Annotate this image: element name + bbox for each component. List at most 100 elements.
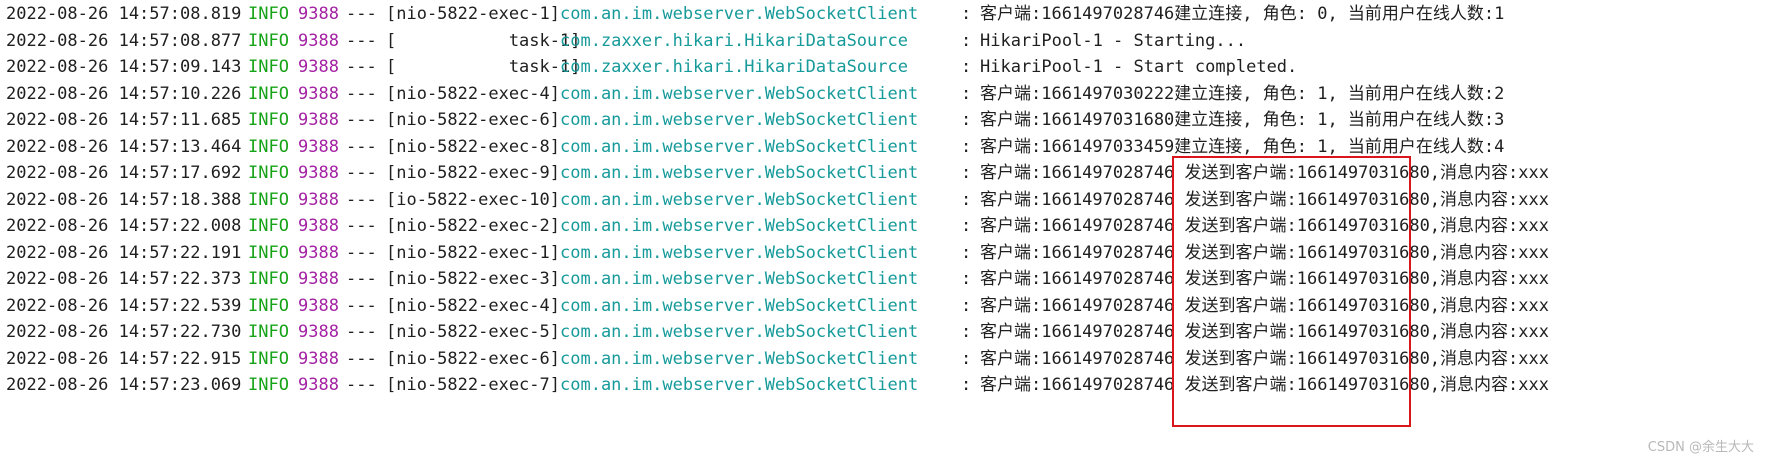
log-message: 客户端:1661497028746 发送到客户端:1661497031680,消… [980,189,1549,210]
log-separator: --- [346,4,377,24]
log-logger: com.an.im.webserver.WebSocketClient [560,322,919,342]
log-pid: 9388 [298,136,339,157]
log-logger: com.an.im.webserver.WebSocketClient [560,4,919,24]
log-thread: [nio-5822-exec-8] [386,136,560,157]
log-timestamp: 2022-08-26 14:57:17.692 [6,163,242,183]
log-timestamp: 2022-08-26 14:57:13.464 [6,136,242,157]
log-pid: 9388 [298,163,339,183]
log-timestamp: 2022-08-26 14:57:18.388 [6,189,242,210]
log-colon: : [961,4,972,24]
log-message: 客户端:1661497028746 发送到客户端:1661497031680,消… [980,322,1549,342]
log-level: INFO [248,216,289,236]
log-colon: : [961,242,972,263]
log-pid: 9388 [298,110,339,130]
log-thread: [nio-5822-exec-6] [386,348,560,369]
log-separator: --- [346,189,377,210]
log-level: INFO [248,30,289,51]
log-level: INFO [248,322,289,342]
log-message: HikariPool-1 - Starting... [980,30,1247,51]
log-separator: --- [346,136,377,157]
log-separator: --- [346,322,377,342]
log-timestamp: 2022-08-26 14:57:10.226 [6,83,242,104]
log-level: INFO [248,110,289,130]
log-colon: : [961,189,972,210]
log-logger: com.an.im.webserver.WebSocketClient [560,348,919,369]
log-pid: 9388 [298,242,339,263]
log-colon: : [961,136,972,157]
log-timestamp: 2022-08-26 14:57:08.819 [6,4,242,24]
log-pid: 9388 [298,57,339,77]
log-logger: com.an.im.webserver.WebSocketClient [560,242,919,263]
log-level: INFO [248,269,289,289]
log-message: 客户端:1661497028746 发送到客户端:1661497031680,消… [980,348,1549,369]
log-logger: com.an.im.webserver.WebSocketClient [560,83,919,104]
log-separator: --- [346,375,377,395]
log-message: 客户端:1661497030222建立连接, 角色: 1, 当前用户在线人数:2 [980,83,1505,104]
log-message: 客户端:1661497028746建立连接, 角色: 0, 当前用户在线人数:1 [980,4,1505,24]
log-separator: --- [346,163,377,183]
log-message: 客户端:1661497028746 发送到客户端:1661497031680,消… [980,295,1549,316]
log-timestamp: 2022-08-26 14:57:22.191 [6,242,242,263]
log-colon: : [961,375,972,395]
log-level: INFO [248,163,289,183]
log-separator: --- [346,57,377,77]
log-thread: [nio-5822-exec-4] [386,83,560,104]
log-level: INFO [248,242,289,263]
log-colon: : [961,110,972,130]
log-message: 客户端:1661497028746 发送到客户端:1661497031680,消… [980,216,1549,236]
log-level: INFO [248,295,289,316]
log-separator: --- [346,242,377,263]
log-pid: 9388 [298,295,339,316]
log-logger: com.an.im.webserver.WebSocketClient [560,110,919,130]
log-timestamp: 2022-08-26 14:57:22.373 [6,269,242,289]
log-colon: : [961,83,972,104]
log-separator: --- [346,110,377,130]
log-pid: 9388 [298,322,339,342]
log-separator: --- [346,216,377,236]
log-thread: [ task-1] [386,30,581,51]
log-thread: [nio-5822-exec-1] [386,4,560,24]
log-pid: 9388 [298,216,339,236]
log-separator: --- [346,30,377,51]
log-level: INFO [248,83,289,104]
log-pid: 9388 [298,189,339,210]
log-timestamp: 2022-08-26 14:57:22.915 [6,348,242,369]
log-logger: com.an.im.webserver.WebSocketClient [560,295,919,316]
log-colon: : [961,322,972,342]
log-logger: com.zaxxer.hikari.HikariDataSource [560,57,908,77]
log-timestamp: 2022-08-26 14:57:22.539 [6,295,242,316]
log-separator: --- [346,295,377,316]
log-level: INFO [248,189,289,210]
log-thread: [nio-5822-exec-4] [386,295,560,316]
log-colon: : [961,57,972,77]
log-logger: com.an.im.webserver.WebSocketClient [560,375,919,395]
log-logger: com.an.im.webserver.WebSocketClient [560,163,919,183]
log-message: 客户端:1661497028746 发送到客户端:1661497031680,消… [980,375,1549,395]
log-colon: : [961,269,972,289]
log-thread: [ task-1] [386,57,581,77]
log-timestamp: 2022-08-26 14:57:22.730 [6,322,242,342]
log-pid: 9388 [298,348,339,369]
log-level: INFO [248,375,289,395]
log-separator: --- [346,269,377,289]
log-colon: : [961,216,972,236]
log-timestamp: 2022-08-26 14:57:09.143 [6,57,242,77]
log-timestamp: 2022-08-26 14:57:22.008 [6,216,242,236]
log-message: 客户端:1661497033459建立连接, 角色: 1, 当前用户在线人数:4 [980,136,1505,157]
log-thread: [nio-5822-exec-9] [386,163,560,183]
log-pid: 9388 [298,269,339,289]
log-pid: 9388 [298,4,339,24]
watermark: CSDN @余生大大 [1647,440,1754,455]
log-timestamp: 2022-08-26 14:57:23.069 [6,375,242,395]
log-message: 客户端:1661497028746 发送到客户端:1661497031680,消… [980,269,1549,289]
log-message: HikariPool-1 - Start completed. [980,57,1298,77]
log-logger: com.an.im.webserver.WebSocketClient [560,136,919,157]
log-thread: [nio-5822-exec-7] [386,375,560,395]
log-pid: 9388 [298,375,339,395]
log-colon: : [961,163,972,183]
log-timestamp: 2022-08-26 14:57:08.877 [6,30,242,51]
log-separator: --- [346,348,377,369]
log-message: 客户端:1661497031680建立连接, 角色: 1, 当前用户在线人数:3 [980,110,1505,130]
log-logger: com.an.im.webserver.WebSocketClient [560,189,919,210]
